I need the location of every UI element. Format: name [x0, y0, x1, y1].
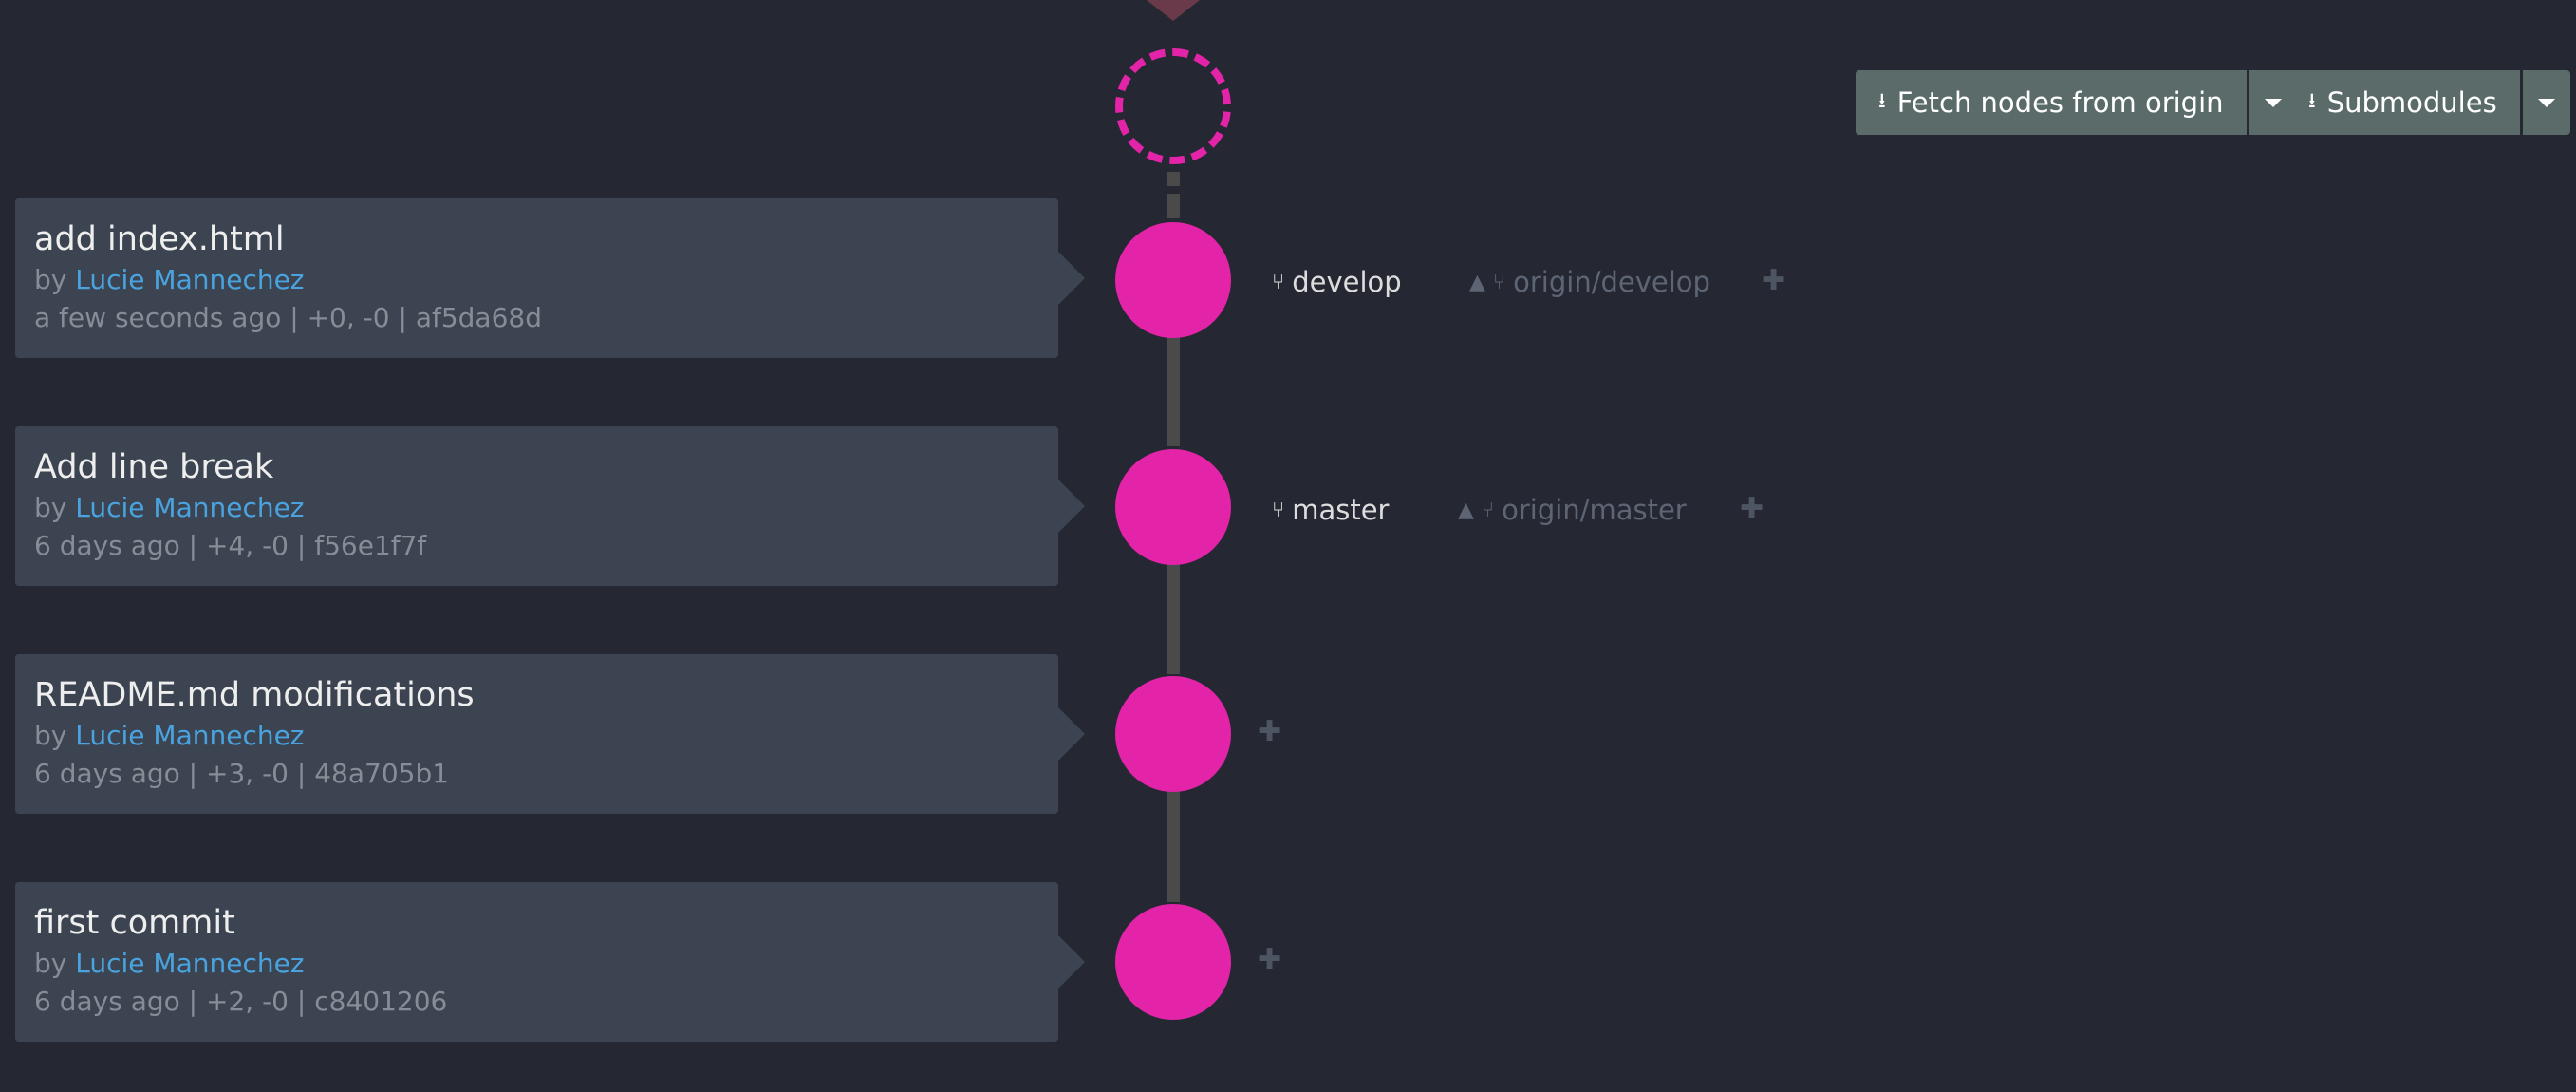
branch-icon: ⑂ — [1272, 270, 1285, 294]
commit-node[interactable] — [1115, 904, 1231, 1020]
author-link[interactable]: Lucie Mannechez — [75, 264, 305, 295]
submodules-dropdown-button[interactable] — [2522, 70, 2570, 135]
commit-node[interactable] — [1115, 449, 1231, 565]
graph-connector — [1167, 788, 1180, 902]
commit-meta: 6 days ago | +2, -0 | c8401206 — [34, 986, 448, 1017]
commit-node[interactable] — [1115, 222, 1231, 338]
graph-connector — [1167, 172, 1180, 186]
commit-author-line: by Lucie Mannechez — [34, 261, 1058, 299]
download-icon: ⭳ — [2308, 89, 2316, 113]
graph-connector — [1167, 560, 1180, 674]
commit-meta: a few seconds ago | +0, -0 | af5da68d — [34, 302, 542, 333]
plus-icon[interactable]: ✚ — [1740, 492, 1764, 525]
caret-down-icon — [2264, 98, 2282, 107]
submodules-label: Submodules — [2326, 86, 2497, 119]
plus-icon[interactable]: ✚ — [1258, 943, 1282, 976]
branch-icon: ⑂ — [1492, 270, 1506, 294]
by-label: by — [34, 264, 67, 295]
download-icon: ⭳ — [1878, 89, 1886, 113]
warning-icon: ▲ — [1458, 498, 1474, 522]
commit-title: add index.html — [34, 220, 285, 258]
commit-card[interactable]: README.md modifications by Lucie Mannech… — [15, 654, 1085, 814]
fetch-button-group: ⭳ Fetch nodes from origin — [1856, 70, 2297, 135]
by-label: by — [34, 720, 67, 751]
commit-card[interactable]: first commit by Lucie Mannechez 6 days a… — [15, 882, 1085, 1042]
plus-icon[interactable]: ✚ — [1258, 715, 1282, 748]
branch-master[interactable]: ⑂ master — [1272, 494, 1389, 526]
commit-card[interactable]: add index.html by Lucie Mannechez a few … — [15, 198, 1085, 358]
submodules-button-group: ⭳ Submodules — [2286, 70, 2570, 135]
branch-icon: ⑂ — [1481, 498, 1495, 522]
commit-meta: 6 days ago | +3, -0 | 48a705b1 — [34, 758, 450, 789]
graph-connector — [1167, 328, 1180, 446]
plus-icon[interactable]: ✚ — [1762, 264, 1786, 297]
by-label: by — [34, 492, 67, 523]
commit-author-line: by Lucie Mannechez — [34, 945, 1058, 983]
remote-branch-label: origin/master — [1502, 494, 1687, 526]
commit-author-line: by Lucie Mannechez — [34, 489, 1058, 527]
author-link[interactable]: Lucie Mannechez — [75, 948, 305, 979]
commit-title: README.md modifications — [34, 676, 475, 714]
commit-meta: 6 days ago | +4, -0 | f56e1f7f — [34, 530, 427, 561]
commit-node[interactable] — [1115, 676, 1231, 792]
caret-down-icon — [2537, 98, 2555, 107]
commit-title: Add line break — [34, 448, 274, 486]
commit-author-line: by Lucie Mannechez — [34, 717, 1058, 755]
remote-branch-label: origin/develop — [1513, 266, 1710, 298]
submodules-button[interactable]: ⭳ Submodules — [2286, 70, 2520, 135]
uncommitted-changes-node[interactable] — [1115, 48, 1231, 164]
author-link[interactable]: Lucie Mannechez — [75, 720, 305, 751]
by-label: by — [34, 948, 67, 979]
remote-branch-origin-master[interactable]: ▲ ⑂ origin/master — [1458, 494, 1687, 526]
branch-label: develop — [1292, 266, 1402, 298]
commit-title: first commit — [34, 904, 235, 942]
fetch-nodes-button[interactable]: ⭳ Fetch nodes from origin — [1856, 70, 2247, 135]
warning-icon: ▲ — [1469, 270, 1485, 294]
commit-card[interactable]: Add line break by Lucie Mannechez 6 days… — [15, 426, 1085, 586]
branch-icon: ⑂ — [1272, 498, 1285, 522]
branch-develop[interactable]: ⑂ develop — [1272, 266, 1402, 298]
branch-label: master — [1292, 494, 1390, 526]
remote-branch-origin-develop[interactable]: ▲ ⑂ origin/develop — [1469, 266, 1710, 298]
author-link[interactable]: Lucie Mannechez — [75, 492, 305, 523]
graph-connector — [1167, 194, 1180, 218]
head-arrow-indicator — [1147, 0, 1200, 21]
fetch-label: Fetch nodes from origin — [1896, 86, 2224, 119]
